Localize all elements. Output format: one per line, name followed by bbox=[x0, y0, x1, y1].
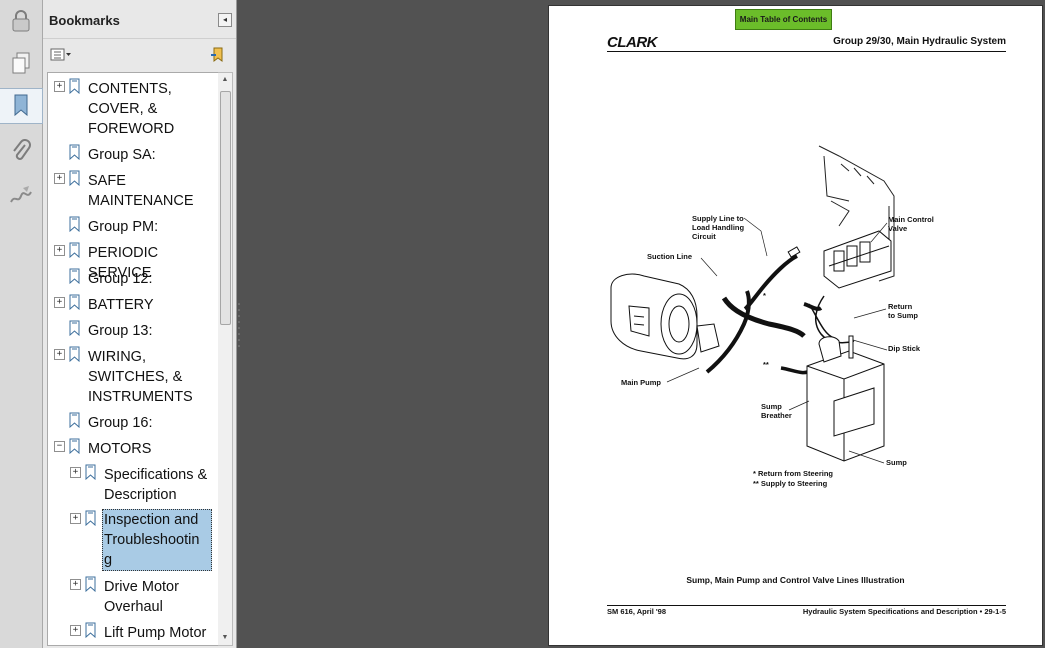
footer-rule bbox=[607, 605, 1006, 606]
bookmark-icon bbox=[69, 216, 80, 232]
bookmark-icon bbox=[69, 78, 80, 94]
bookmark-icon bbox=[69, 144, 80, 160]
figure-caption: Sump, Main Pump and Control Valve Lines … bbox=[686, 575, 905, 585]
expand-toggle[interactable]: + bbox=[70, 625, 81, 636]
brand-logo: CLARK bbox=[607, 34, 658, 51]
bookmarks-panel: Bookmarks ◂ + CONTENTS, COVER, & FOREWOR… bbox=[43, 0, 237, 648]
bookmark-icon bbox=[85, 464, 96, 480]
bookmark-item[interactable]: Group 13: bbox=[88, 323, 153, 339]
label-main-control-valve: Main Control Valve bbox=[888, 215, 934, 233]
header-rule bbox=[607, 51, 1006, 52]
label-dip-stick: Dip Stick bbox=[888, 344, 921, 353]
expand-toggle[interactable]: + bbox=[70, 579, 81, 590]
bookmark-item[interactable]: Group 16: bbox=[88, 415, 153, 431]
expand-toggle[interactable]: + bbox=[54, 81, 65, 92]
scrollbar-thumb[interactable] bbox=[220, 91, 231, 325]
panel-splitter[interactable] bbox=[237, 300, 241, 348]
bookmark-item[interactable]: MOTORS bbox=[88, 441, 152, 457]
bookmark-icon bbox=[69, 320, 80, 336]
bookmark-icon[interactable] bbox=[0, 88, 43, 124]
pages-icon[interactable] bbox=[4, 46, 38, 80]
bookmark-icon bbox=[69, 268, 80, 284]
bookmark-tree: + CONTENTS, COVER, & FOREWORD Group SA: … bbox=[47, 72, 220, 646]
panel-title: Bookmarks bbox=[49, 13, 120, 28]
bookmark-item[interactable]: Lift Pump Motor bbox=[104, 625, 207, 641]
bookmark-item[interactable]: Drive Motor Overhaul bbox=[104, 579, 179, 615]
expand-toggle[interactable]: + bbox=[54, 245, 65, 256]
bookmark-icon bbox=[69, 412, 80, 428]
bookmark-item[interactable]: Specifications & Description bbox=[104, 467, 208, 503]
footer-right: Hydraulic System Specifications and Desc… bbox=[802, 607, 1006, 616]
bookmark-item[interactable]: BATTERY bbox=[88, 297, 154, 313]
footer-left: SM 616, April '98 bbox=[607, 607, 667, 616]
scroll-up-icon[interactable]: ▲ bbox=[221, 76, 229, 83]
document-page: Main Table of Contents CLARK Group 29/30… bbox=[548, 5, 1043, 646]
label-sump: Sump bbox=[886, 458, 907, 467]
legend-return-steering: * Return from Steering bbox=[753, 469, 834, 478]
scroll-down-icon[interactable]: ▼ bbox=[221, 634, 229, 641]
collapse-panel-button[interactable]: ◂ bbox=[218, 13, 232, 27]
expand-toggle[interactable]: + bbox=[70, 513, 81, 524]
attachment-icon[interactable] bbox=[4, 134, 38, 168]
bookmark-item[interactable]: Group SA: bbox=[88, 147, 156, 163]
bookmark-icon bbox=[85, 622, 96, 638]
expand-toggle[interactable]: + bbox=[54, 349, 65, 360]
navigation-toolbar bbox=[0, 0, 43, 648]
bookmark-icon bbox=[69, 242, 80, 258]
find-bookmark-icon bbox=[211, 47, 223, 62]
marker-double-star: ** bbox=[763, 360, 769, 369]
bookmark-icon bbox=[69, 170, 80, 186]
options-menu-button[interactable] bbox=[50, 48, 72, 62]
expand-toggle[interactable]: + bbox=[54, 173, 65, 184]
bookmark-item[interactable]: WIRING, SWITCHES, & INSTRUMENTS bbox=[88, 349, 193, 405]
bookmark-item[interactable]: Group PM: bbox=[88, 219, 159, 235]
label-sump-breather: Sump Breather bbox=[761, 402, 792, 420]
expand-toggle[interactable]: + bbox=[70, 467, 81, 478]
bookmark-item[interactable]: Group 12: bbox=[88, 271, 153, 287]
bookmark-item[interactable]: CONTENTS, COVER, & FOREWORD bbox=[88, 81, 175, 137]
options-icon bbox=[50, 48, 71, 61]
bookmark-icon bbox=[69, 438, 80, 454]
expand-toggle[interactable]: + bbox=[54, 297, 65, 308]
page-header: Group 29/30, Main Hydraulic System bbox=[833, 36, 1006, 47]
bookmark-icon bbox=[85, 510, 96, 526]
bookmark-icon bbox=[69, 346, 80, 362]
bookmark-item-selected[interactable]: Inspection and Troubleshootin g bbox=[102, 509, 212, 571]
label-return-to-sump: Return to Sump bbox=[888, 302, 918, 320]
collapse-toggle[interactable]: − bbox=[54, 441, 65, 452]
label-main-pump: Main Pump bbox=[621, 378, 662, 387]
bookmark-scrollbar[interactable]: ▲ ▼ bbox=[218, 72, 233, 646]
main-toc-button[interactable]: Main Table of Contents bbox=[735, 9, 832, 30]
signature-icon[interactable] bbox=[4, 178, 38, 212]
lock-icon[interactable] bbox=[4, 4, 38, 38]
bookmark-icon bbox=[69, 294, 80, 310]
legend-supply-steering: ** Supply to Steering bbox=[753, 479, 828, 488]
bookmark-item[interactable]: PERIODIC SERVICE bbox=[88, 245, 159, 281]
marker-single-star: * bbox=[763, 291, 766, 300]
label-supply-line: Supply Line to Load Handling Circuit bbox=[692, 214, 745, 241]
bookmark-item[interactable]: SAFE MAINTENANCE bbox=[88, 173, 194, 209]
bookmark-icon bbox=[85, 576, 96, 592]
expand-current-bookmark-button[interactable] bbox=[210, 47, 226, 63]
hydraulic-illustration bbox=[610, 145, 895, 464]
label-suction-line: Suction Line bbox=[647, 252, 692, 261]
